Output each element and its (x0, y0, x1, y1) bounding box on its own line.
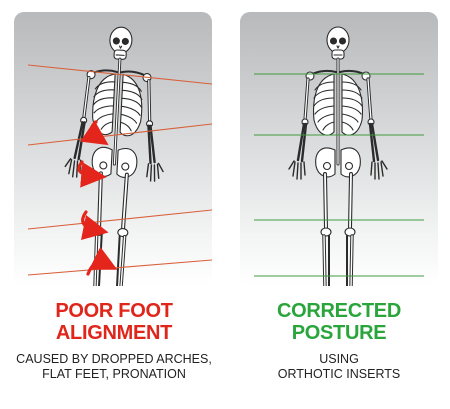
corrected-posture-title-line1: CORRECTED (277, 300, 401, 322)
poor-alignment-subtitle-line1: CAUSED BY DROPPED ARCHES, (16, 352, 212, 366)
rotation-arrow-pelvis (80, 120, 109, 146)
corrected-posture-subtitle-line2: ORTHOTIC INSERTS (277, 367, 401, 381)
corrected-posture-subtitle-line1: USING (319, 352, 359, 366)
poor-alignment-panel (14, 12, 212, 286)
rotation-arrow-hip (77, 160, 107, 188)
poor-alignment-title-line1: POOR FOOT (55, 300, 173, 322)
poor-alignment-illustration (27, 12, 212, 286)
corrected-posture-panel (240, 12, 438, 286)
skeleton-aligned (287, 25, 389, 286)
level-alignment-lines (254, 73, 424, 277)
tilted-line-3 (27, 209, 212, 230)
poor-alignment-caption: POOR FOOT ALIGNMENT CAUSED BY DROPPED AR… (4, 300, 224, 382)
rotation-arrow-knee (80, 210, 109, 241)
poor-alignment-title-line2: ALIGNMENT (55, 322, 173, 344)
tilted-alignment-lines (27, 64, 212, 276)
tilted-line-4 (27, 259, 212, 276)
corrected-posture-caption: CORRECTED POSTURE USING ORTHOTIC INSERTS (229, 300, 449, 382)
rotation-arrow-foot (86, 246, 118, 276)
rotation-arrows (77, 120, 118, 276)
corrected-posture-title-line2: POSTURE (291, 322, 387, 344)
skeleton-misaligned (58, 25, 170, 286)
tilted-line-2 (27, 123, 212, 146)
poor-alignment-subtitle-line2: FLAT FEET, PRONATION (42, 367, 186, 381)
corrected-posture-illustration (254, 25, 424, 286)
tilted-line-1 (27, 64, 212, 85)
